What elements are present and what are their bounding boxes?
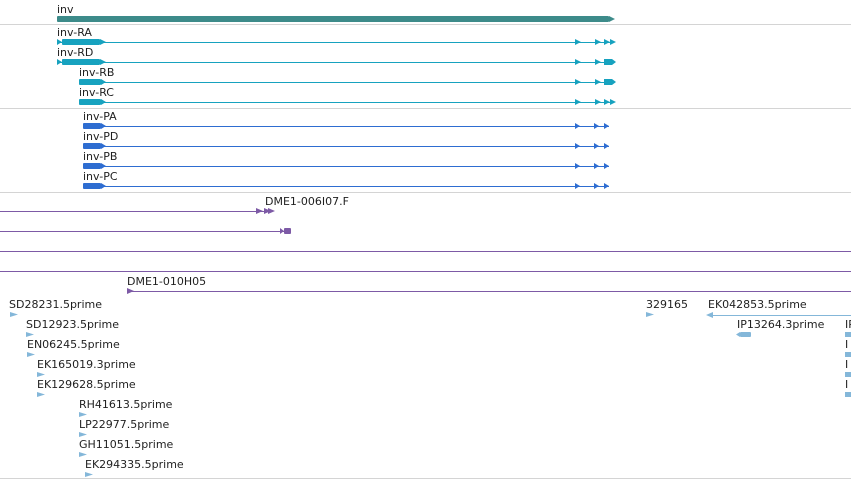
transcript-label: inv-RB: [79, 66, 115, 79]
track-separator: [0, 108, 851, 109]
svg-text:I: I: [845, 378, 848, 391]
transcript-exon: [62, 39, 100, 45]
est-marker: [10, 312, 18, 317]
est-marker: [37, 372, 45, 377]
track-separator: [0, 24, 851, 25]
transcript-intron-line: [57, 62, 613, 63]
clone-block: [284, 228, 291, 234]
est-label: SD28231.5prime: [9, 298, 102, 311]
protein-label: inv-PD: [83, 130, 119, 143]
svg-text:I: I: [845, 338, 848, 351]
protein-label: inv-PC: [83, 170, 118, 183]
est-label: EK294335.5prime: [85, 458, 184, 471]
transcript-label: inv-RA: [57, 26, 92, 39]
clone-line: [127, 291, 851, 292]
est-marker: [85, 472, 93, 477]
gene-bar[interactable]: [57, 16, 609, 22]
transcript-intron-line: [79, 82, 613, 83]
est-label: EK165019.3prime: [37, 358, 136, 371]
transcript-intron-line: [57, 42, 613, 43]
est-label: GH11051.5prime: [79, 438, 174, 451]
protein-exon: [83, 143, 101, 149]
transcript-label: inv-RC: [79, 86, 114, 99]
est-label: SD12923.5prime: [26, 318, 119, 331]
est-label: EK042853.5prime: [708, 298, 807, 311]
est-marker: [740, 332, 751, 337]
est-label: EK129628.5prime: [37, 378, 136, 391]
protein-intron-line: [83, 186, 609, 187]
protein-label: inv-PA: [83, 110, 117, 123]
clone-line: [0, 251, 851, 252]
est-marker: [79, 432, 87, 437]
protein-intron-line: [83, 166, 609, 167]
protein-intron-line: [83, 126, 609, 127]
est-marker: [79, 452, 87, 457]
protein-exon: [83, 123, 101, 129]
transcript-intron-line: [79, 102, 613, 103]
transcript-label: inv-RD: [57, 46, 94, 59]
est-label: EN06245.5prime: [27, 338, 120, 351]
gene-label: inv: [57, 3, 74, 16]
protein-intron-line: [83, 146, 609, 147]
svg-text:I: I: [845, 358, 848, 371]
transcript-exon: [79, 99, 101, 105]
protein-label: inv-PB: [83, 150, 118, 163]
est-marker: [27, 352, 35, 357]
est-label: LP22977.5prime: [79, 418, 170, 431]
protein-exon: [83, 163, 101, 169]
clone-label: DME1-006I07.F: [265, 195, 349, 208]
est-line: [710, 315, 851, 316]
transcript-exon: [62, 59, 100, 65]
est-marker: [37, 392, 45, 397]
transcript-exon: [79, 79, 101, 85]
est-marker: [26, 332, 34, 337]
est-marker: [79, 412, 87, 417]
clone-label: DME1-010H05: [127, 275, 207, 288]
est-label: IP: [845, 318, 851, 331]
protein-exon: [83, 183, 101, 189]
track-separator: [0, 192, 851, 193]
est-label: IP13264.3prime: [737, 318, 825, 331]
est-label: 329165: [646, 298, 688, 311]
est-marker: [646, 312, 654, 317]
track-separator: [0, 478, 851, 479]
clone-line: [0, 231, 284, 232]
clone-line: [0, 211, 270, 212]
clone-line: [0, 271, 851, 272]
est-label: RH41613.5prime: [79, 398, 173, 411]
